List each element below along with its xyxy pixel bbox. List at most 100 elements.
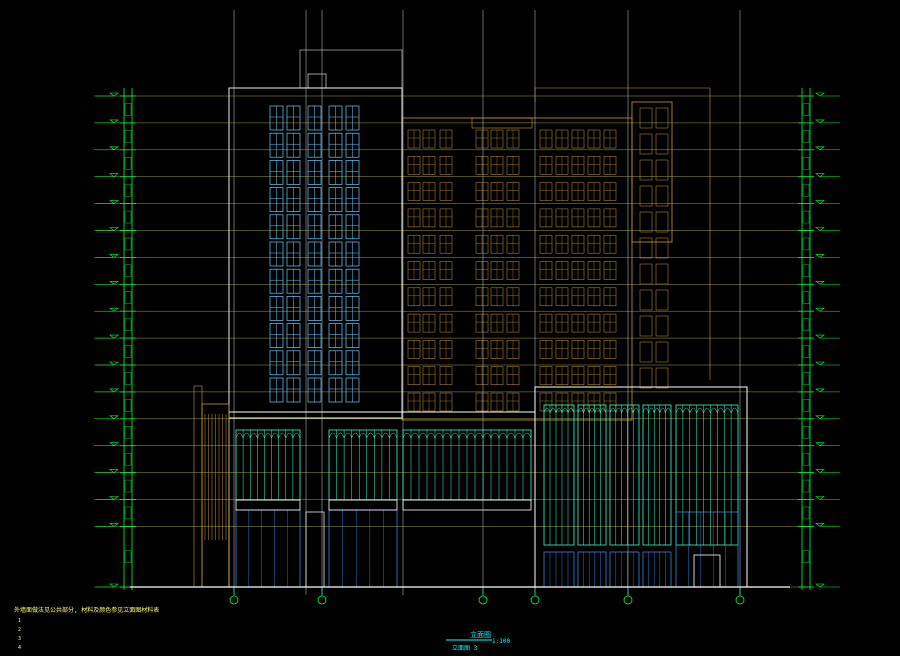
dim-text-block xyxy=(124,318,132,331)
curtain-arch xyxy=(271,432,279,439)
dim-text-block xyxy=(802,103,810,116)
curtain-arch xyxy=(343,432,352,439)
axis-bubble xyxy=(530,595,540,605)
level-symbol xyxy=(815,583,825,588)
curtain-arch xyxy=(689,407,697,414)
level-symbol xyxy=(815,496,825,500)
curtain-arch xyxy=(426,432,436,439)
curtain-arch xyxy=(594,407,601,414)
level-symbol xyxy=(109,583,119,588)
curtain-arch xyxy=(723,407,732,414)
curtain-arch xyxy=(696,407,704,414)
dim-text-block xyxy=(124,157,132,170)
note-3: 3 xyxy=(18,636,21,642)
curtain-arch xyxy=(514,432,524,439)
level-symbol xyxy=(109,334,119,339)
curtain-arch xyxy=(366,432,375,439)
tower-right-top-window xyxy=(639,263,653,285)
curtain-arch xyxy=(561,407,569,414)
axis-bubble xyxy=(623,595,633,605)
curtain-arch xyxy=(264,432,272,439)
tower-right-top-window xyxy=(639,211,653,233)
level-symbol xyxy=(109,415,119,420)
drawing-scale: 1:100 xyxy=(492,638,510,645)
dim-text-block xyxy=(802,237,810,251)
curtain-arch xyxy=(450,432,460,439)
curtain-arch xyxy=(522,432,532,439)
curtain-arch xyxy=(710,407,718,414)
tower-right-top-window xyxy=(639,107,653,129)
curtain-arch xyxy=(653,407,661,414)
tower-right-top-window xyxy=(639,315,653,337)
tower-right-top-window xyxy=(655,159,669,181)
curtain-arch xyxy=(506,432,516,439)
curtain-arch xyxy=(336,432,345,439)
level-symbol xyxy=(109,146,119,151)
curtain-arch xyxy=(498,432,508,439)
curtain-arch xyxy=(543,407,551,414)
dim-text-block xyxy=(124,452,132,466)
curtain-arch xyxy=(730,407,739,414)
dim-text-block xyxy=(802,291,810,304)
dim-text-block xyxy=(124,345,132,358)
axis-bubble xyxy=(229,595,239,605)
curtain-arch xyxy=(583,407,590,414)
tower-right-top-window xyxy=(655,185,669,207)
tower-right-top-window xyxy=(655,341,669,363)
curtain-arch xyxy=(555,407,563,414)
curtain-arch xyxy=(474,432,484,439)
tower-right-top-window xyxy=(655,237,669,259)
left-dimension-chain xyxy=(94,88,136,590)
dim-text-block xyxy=(124,506,132,520)
dim-text-block xyxy=(124,237,132,251)
tower-right-top-window xyxy=(639,237,653,259)
level-symbol xyxy=(815,146,825,151)
notes-heading: 外墙面做法见公共部分, 材料及颜色参见立面图材料表 xyxy=(14,606,159,614)
roof-parapet xyxy=(471,117,533,129)
level-symbol xyxy=(815,119,825,124)
tower-right-top-window xyxy=(655,107,669,129)
curtain-arch xyxy=(675,407,684,414)
tower-right-top-window xyxy=(655,315,669,337)
dim-text-block xyxy=(802,345,810,358)
dim-text-block xyxy=(124,426,132,439)
curtain-arch xyxy=(249,432,258,439)
level-symbol xyxy=(109,469,119,473)
tower-right-top-window xyxy=(655,211,669,233)
curtain-arch xyxy=(549,407,557,414)
dim-text-block xyxy=(802,157,810,170)
dim-text-block xyxy=(124,291,132,304)
level-symbol xyxy=(815,469,825,473)
right-dimension-chain xyxy=(798,88,840,590)
curtain-arch xyxy=(482,432,492,439)
drawing-title-block: 立面图 1:100 立面图 3 xyxy=(446,630,510,652)
dim-text-block xyxy=(124,264,132,278)
curtain-arch xyxy=(442,432,452,439)
curtain-arch xyxy=(235,432,244,439)
dim-text-block xyxy=(124,210,132,224)
dim-text-block xyxy=(124,479,132,493)
curtain-arch xyxy=(351,432,360,439)
tower-right-top-window xyxy=(655,289,669,311)
tower-right-top-window xyxy=(639,367,653,389)
level-symbol xyxy=(109,119,119,124)
level-symbol xyxy=(109,388,119,393)
tower-right-top-window xyxy=(639,289,653,311)
level-symbol xyxy=(109,307,119,312)
dim-text-block xyxy=(124,550,132,563)
curtain-arch xyxy=(621,407,628,414)
level-symbol xyxy=(815,334,825,339)
level-symbol xyxy=(109,92,119,97)
drawing-subtitle: 立面图 3 xyxy=(452,644,478,652)
dim-text-block xyxy=(802,479,810,493)
curtain-arch xyxy=(292,432,301,439)
curtain-arch xyxy=(328,432,337,439)
curtain-arch xyxy=(242,432,251,439)
band-2 xyxy=(328,499,398,511)
curtain-arch xyxy=(577,407,584,414)
curtain-arch xyxy=(374,432,383,439)
roof-box xyxy=(307,73,327,89)
level-symbol xyxy=(109,361,119,366)
tower-right-elevation xyxy=(401,87,711,421)
